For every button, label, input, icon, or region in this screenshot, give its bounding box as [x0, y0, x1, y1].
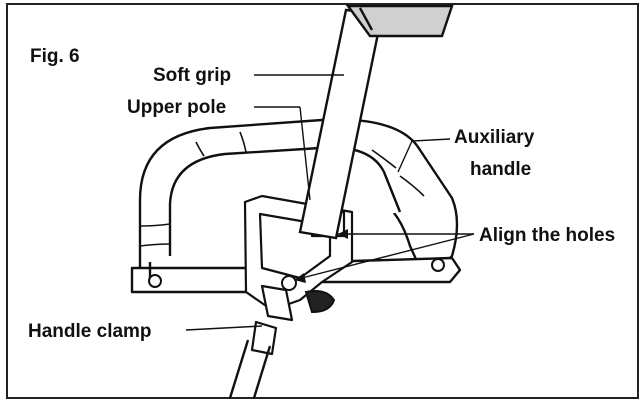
aux-handle-grip-texture [139, 131, 425, 247]
align-holes-label: Align the holes [479, 225, 616, 246]
figure-number-label: Fig. 6 [30, 46, 80, 67]
lower-pole [228, 339, 272, 399]
auxiliary-handle-label-line2: handle [470, 159, 532, 180]
clamp-hole [281, 275, 297, 291]
left-pivot-hole [148, 274, 162, 288]
soft-grip-label: Soft grip [153, 65, 232, 86]
right-pivot-hole [431, 258, 445, 272]
leader-lines [185, 74, 475, 331]
handle-clamp-label: Handle clamp [28, 321, 152, 342]
arrow-align-1 [338, 229, 348, 239]
upper-pole-label: Upper pole [127, 97, 227, 118]
auxiliary-handle-label-line1: Auxiliary [454, 127, 535, 148]
arrow-align-2 [294, 273, 306, 283]
soft-grip [345, 4, 454, 38]
leader-align-2 [293, 233, 475, 281]
leader-handle-clamp [185, 325, 263, 331]
clamp-knob [304, 290, 336, 314]
figure-border [6, 3, 639, 399]
leader-upper-pole-down [299, 106, 311, 201]
leader-aux-handle [397, 138, 451, 173]
